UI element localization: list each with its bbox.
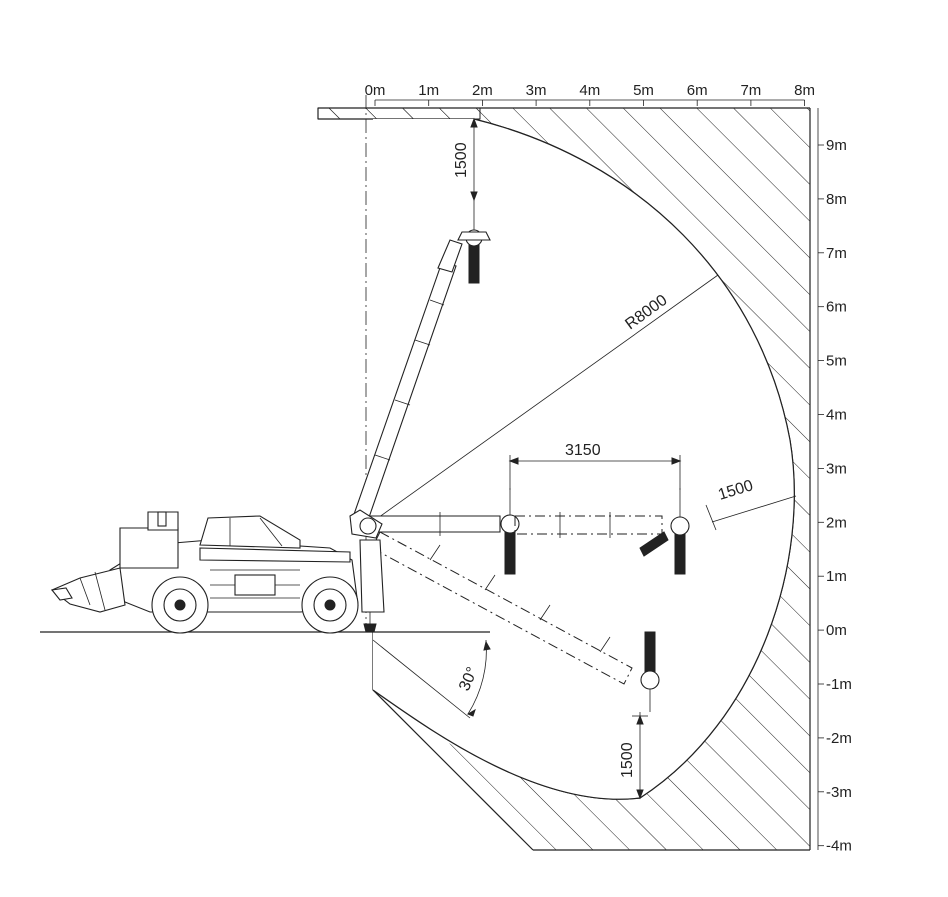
angle-dimension [372, 631, 491, 719]
y-tick-label: 6m [826, 299, 847, 316]
bottom-dimension [632, 712, 648, 800]
reach-envelope-outline [372, 118, 795, 800]
span-label: 3150 [565, 442, 601, 459]
y-tick-label: -3m [826, 784, 852, 801]
y-axis-ticks: 9m 8m 7m 6m 5m 4m 3m 2m 1m 0m -1m -2m -3m -4m [818, 137, 852, 855]
x-tick-label: 1m [418, 82, 439, 99]
x-tick-label: 4m [579, 82, 600, 99]
boom-pivot [349, 509, 385, 633]
y-tick-label: 8m [826, 191, 847, 208]
y-tick-label: -1m [826, 676, 852, 693]
y-tick-label: 9m [826, 137, 847, 154]
y-tick-label: 3m [826, 460, 847, 477]
side-dimension [705, 495, 797, 531]
top-offset-label: 1500 [453, 142, 470, 178]
boom-horizontal-extended [514, 488, 690, 575]
x-tick-label: 8m [794, 82, 815, 99]
boom-upper [351, 200, 491, 527]
top-ceiling-strip [317, 107, 481, 120]
frame-diagonal [372, 689, 534, 851]
y-tick-label: 0m [826, 622, 847, 639]
y-tick-label: 5m [826, 353, 847, 370]
boom-lower [371, 531, 660, 712]
y-tick-label: -4m [826, 838, 852, 855]
x-axis-ticks: 0m 1m 2m 3m 4m 5m 6m 7m 8m [365, 82, 815, 106]
radius-line [374, 274, 719, 521]
y-tick-label: 4m [826, 407, 847, 424]
machine-vehicle [50, 511, 359, 634]
y-tick-label: -2m [826, 730, 852, 747]
top-dimension [470, 117, 478, 202]
bottom-offset-label: 1500 [619, 742, 636, 778]
x-tick-label: 7m [740, 82, 761, 99]
span-dimension [508, 455, 682, 490]
x-tick-label: 2m [472, 82, 493, 99]
x-tick-label: 5m [633, 82, 654, 99]
reach-envelope-fill [373, 119, 795, 800]
y-tick-label: 2m [826, 514, 847, 531]
y-tick-label: 7m [826, 245, 847, 262]
x-tick-label: 6m [687, 82, 708, 99]
x-tick-label: 0m [365, 82, 386, 99]
y-tick-label: 1m [826, 568, 847, 585]
x-tick-label: 3m [526, 82, 547, 99]
